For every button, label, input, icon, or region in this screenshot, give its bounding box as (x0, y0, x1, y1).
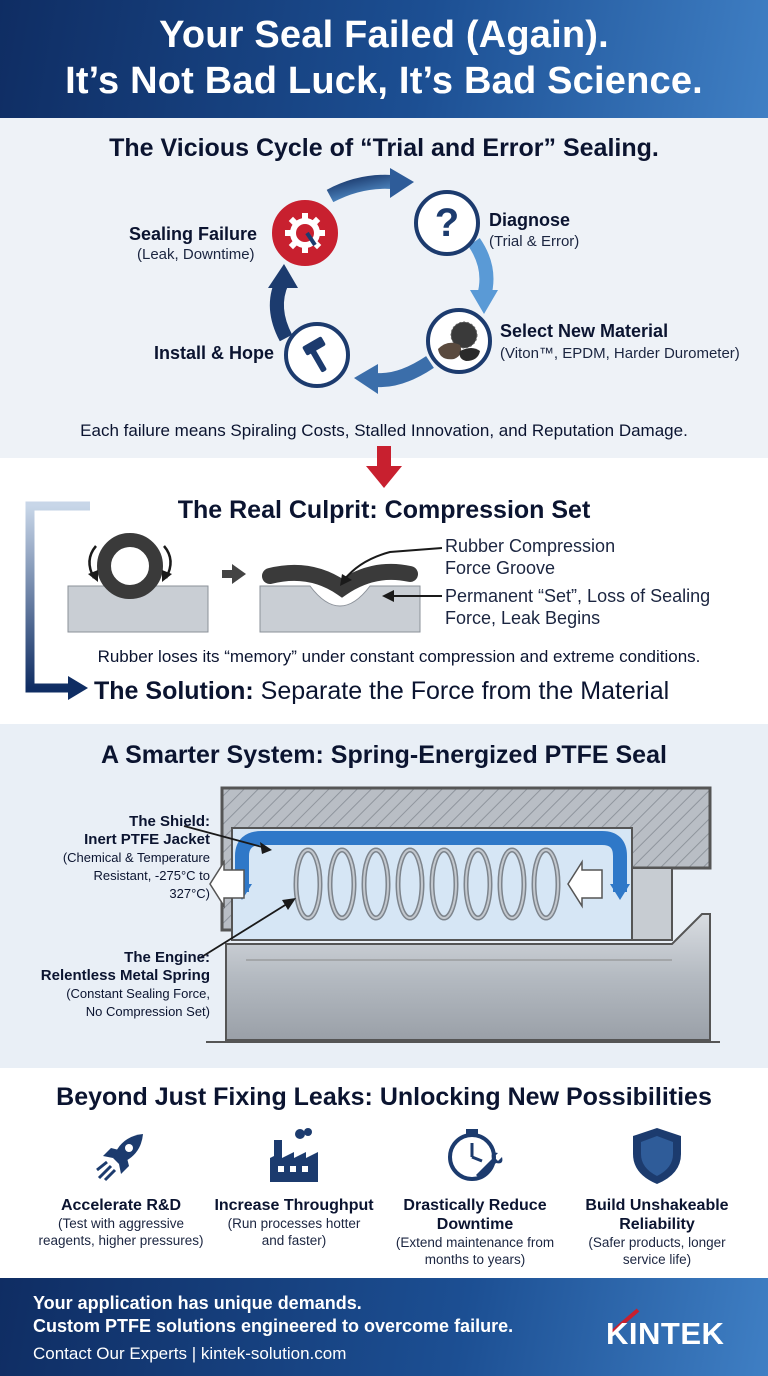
factory-icon (199, 1124, 389, 1188)
compression-diagram (67, 533, 421, 633)
benefit-throughput-desc-1: (Run processes hotter (227, 1216, 361, 1231)
solution-statement: The Solution: Separate the Force from th… (94, 677, 669, 706)
benefit-rnd-desc-1: (Test with aggressive (57, 1216, 185, 1231)
stage-sub-diagnose: (Trial & Error) (489, 233, 580, 250)
shield-material: Inert PTFE Jacket (84, 831, 210, 848)
seal-cross-section (206, 786, 720, 1043)
callout-2-line-2: Force, Leak Begins (445, 608, 601, 628)
engine-desc-1: (Constant Sealing Force, (66, 986, 210, 1001)
shield-desc-1: (Chemical & Temperature (62, 850, 210, 865)
header-banner: Your Seal Failed (Again). It’s Not Bad L… (0, 0, 768, 118)
seal-title: A Smarter System: Spring-Energized PTFE … (101, 741, 667, 769)
benefit-throughput: Increase Throughput (Run processes hotte… (199, 1124, 389, 1249)
compression-caption: Rubber loses its “memory” under constant… (97, 647, 701, 666)
material-samples-icon (426, 308, 492, 374)
benefit-rnd: Accelerate R&D (Test with aggressive rea… (26, 1124, 216, 1249)
solution-label: The Solution: (94, 677, 254, 705)
shield-desc-2: Resistant, -275°C to 327°C) (93, 868, 210, 901)
stage-title-sealing-failure: Sealing Failure (129, 224, 258, 244)
shield-icon (562, 1124, 752, 1188)
footer-banner: Your application has unique demands. Cus… (0, 1278, 768, 1376)
engine-callout: The Engine: Relentless Metal Spring (Con… (30, 949, 210, 1021)
cycle-caption: Each failure means Spiraling Costs, Stal… (80, 421, 688, 440)
footer-line-2: Custom PTFE solutions engineered to over… (33, 1316, 514, 1336)
down-arrow-icon (366, 446, 402, 488)
shield-callout: The Shield: Inert PTFE Jacket (Chemical … (60, 813, 210, 903)
benefit-reliability: Build Unshakeable Reliability (Safer pro… (562, 1124, 752, 1268)
benefit-reliability-desc-2: service life) (622, 1252, 692, 1267)
benefit-downtime-title-1: Drastically Reduce (403, 1197, 547, 1214)
engine-spring: Relentless Metal Spring (40, 967, 210, 984)
stage-sub-sealing-failure: (Leak, Downtime) (137, 246, 255, 263)
callout-leaders (340, 547, 443, 602)
cycle-title: The Vicious Cycle of “Trial and Error” S… (109, 134, 659, 162)
seal-leader-lines (183, 825, 296, 959)
benefit-downtime-desc-2: months to years) (424, 1252, 526, 1267)
solution-text: Separate the Force from the Material (253, 677, 670, 705)
benefit-throughput-title: Increase Throughput (214, 1197, 374, 1214)
solution-flow-arrow (25, 501, 90, 700)
contact-link[interactable]: Contact Our Experts | kintek-solution.co… (33, 1344, 347, 1363)
question-icon: ? (414, 190, 480, 256)
benefit-rnd-desc-2: reagents, higher pressures) (38, 1233, 204, 1248)
benefit-downtime-title-2: Downtime (436, 1216, 514, 1233)
compression-title: The Real Culprit: Compression Set (177, 496, 591, 524)
callout-1-line-2: Force Groove (445, 558, 556, 578)
callout-permanent-set: Permanent “Set”, Loss of Sealing Force, … (445, 585, 710, 629)
benefit-reliability-title-1: Build Unshakeable (585, 1197, 729, 1214)
clock-wrench-icon (380, 1124, 570, 1188)
stage-title-diagnose: Diagnose (489, 210, 571, 230)
callout-compression-force: Rubber Compression Force Groove (445, 535, 615, 579)
stage-sub-select-material: (Viton™, EPDM, Harder Durometer) (500, 345, 740, 362)
callout-1-line-1: Rubber Compression (445, 536, 616, 556)
hammer-icon (284, 322, 350, 388)
stage-title-install-hope: Install & Hope (154, 343, 275, 363)
benefit-downtime-desc-1: (Extend maintenance from (395, 1235, 555, 1250)
stage-title-select-material: Select New Material (500, 321, 669, 341)
footer-line-1: Your application has unique demands. (33, 1293, 362, 1313)
engine-label: The Engine: (124, 949, 210, 966)
brand-mark-icon (608, 1308, 640, 1336)
shield-label: The Shield: (129, 813, 210, 830)
benefits-title: Beyond Just Fixing Leaks: Unlocking New … (56, 1083, 712, 1111)
engine-desc-2: No Compression Set) (85, 1004, 210, 1019)
headline-line-1: Your Seal Failed (Again). (159, 14, 609, 56)
benefit-reliability-title-2: Reliability (619, 1216, 695, 1233)
kintek-logo: KINTEK (606, 1316, 725, 1351)
benefit-rnd-title: Accelerate R&D (60, 1197, 182, 1214)
vicious-cycle-section (0, 118, 768, 458)
benefit-reliability-desc-1: (Safer products, longer (588, 1235, 726, 1250)
benefit-throughput-desc-2: and faster) (261, 1233, 327, 1248)
cycle-arrows (268, 168, 498, 394)
callout-2-line-1: Permanent “Set”, Loss of Sealing (445, 586, 711, 606)
rocket-icon (26, 1124, 216, 1188)
benefits-section (0, 1068, 768, 1278)
gear-leak-icon (272, 200, 338, 266)
benefit-downtime: Drastically Reduce Downtime (Extend main… (380, 1124, 570, 1268)
headline-line-2: It’s Not Bad Luck, It’s Bad Science. (65, 60, 703, 102)
